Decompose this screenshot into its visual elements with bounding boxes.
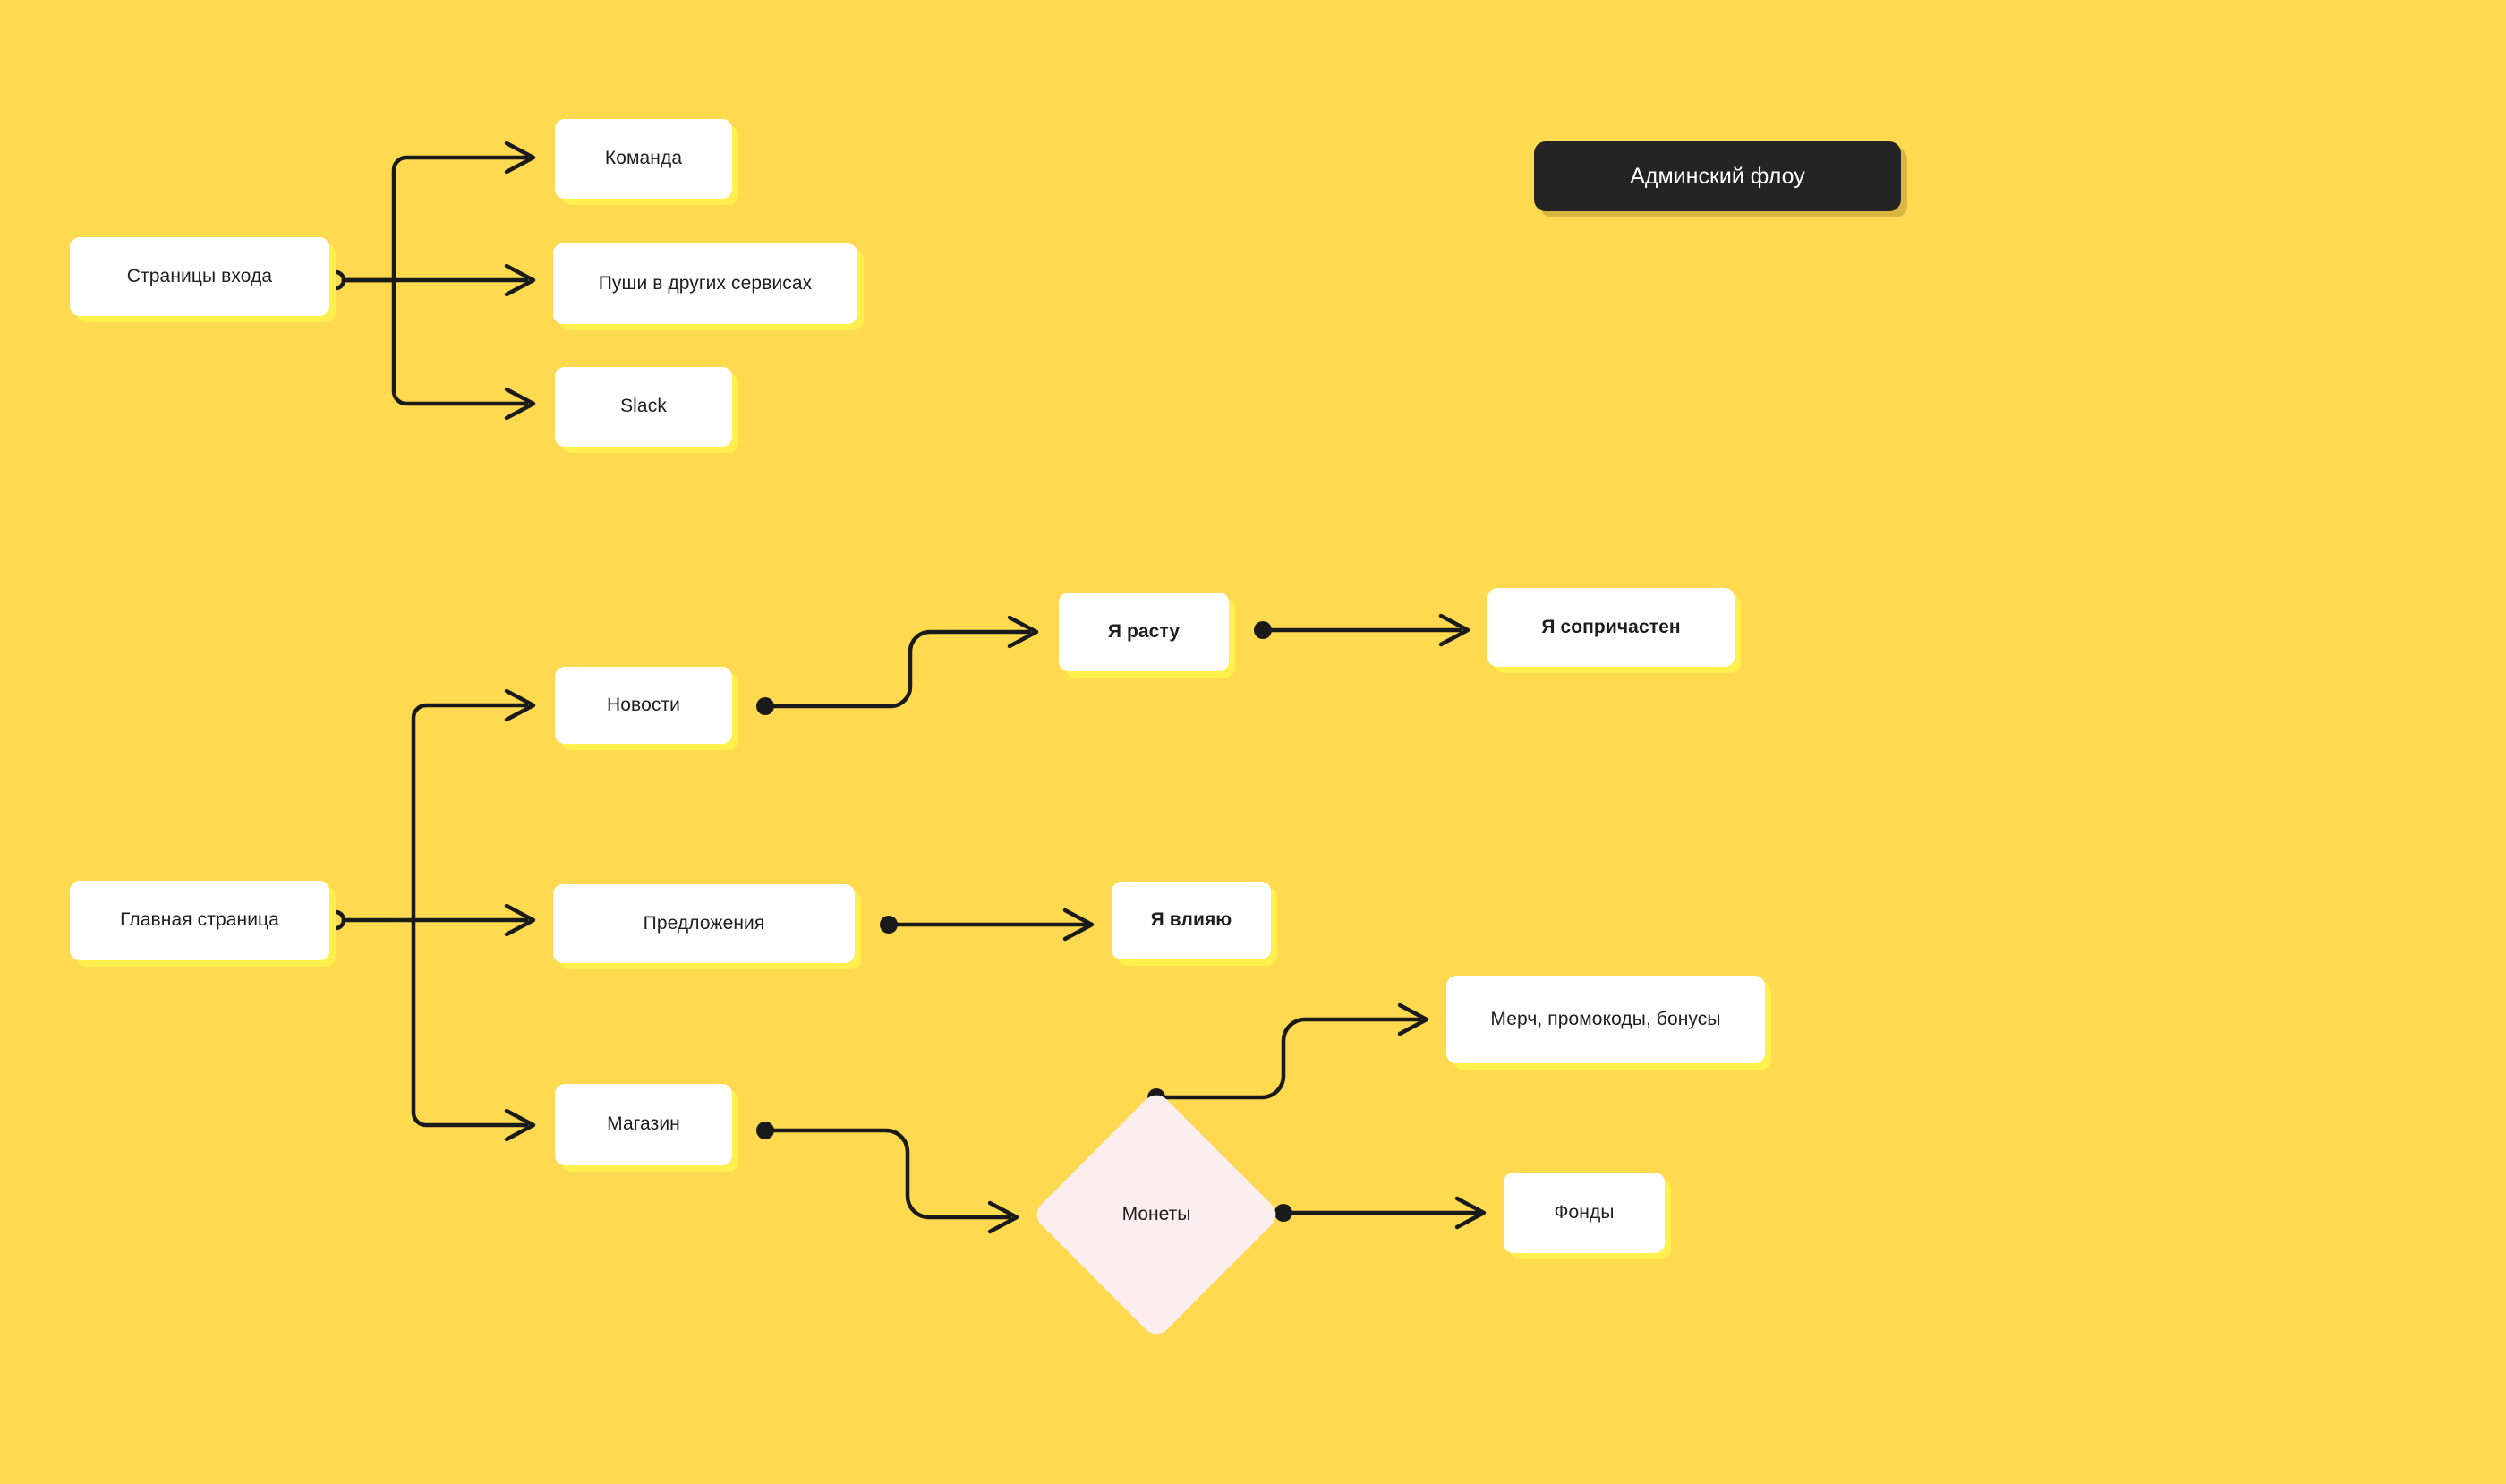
node-coins-diamond[interactable] <box>1030 1088 1283 1341</box>
node-news[interactable]: Новости <box>555 667 732 744</box>
connector-i-grow-to-i-belong <box>1254 613 1470 647</box>
node-label: Предложения <box>643 912 765 934</box>
node-label: Slack <box>620 396 667 417</box>
node-login-pages[interactable]: Страницы входа <box>70 237 329 316</box>
node-label: Фонды <box>1554 1201 1615 1223</box>
connector-main-to-news <box>325 688 536 937</box>
node-shop[interactable]: Магазин <box>555 1084 732 1165</box>
node-funds[interactable]: Фонды <box>1504 1173 1665 1253</box>
badge-label: Админский флоу <box>1630 163 1805 189</box>
node-label: Я влияю <box>1150 909 1232 931</box>
connector-offers-to-i-influence <box>880 908 1095 942</box>
node-push-other-services[interactable]: Пуши в других сервисах <box>553 243 857 324</box>
node-label: Новости <box>607 694 680 715</box>
connector-login-to-slack <box>391 277 536 421</box>
node-offers[interactable]: Предложения <box>553 884 855 963</box>
connector-login-to-team <box>325 141 536 291</box>
node-label: Главная страница <box>120 909 279 931</box>
node-label: Страницы входа <box>126 265 273 286</box>
node-label: Я расту <box>1107 620 1181 642</box>
connector-coins-to-merch <box>1147 1002 1429 1106</box>
node-label: Я сопричастен <box>1541 616 1681 637</box>
node-main-page[interactable]: Главная страница <box>70 881 329 960</box>
node-slack[interactable]: Slack <box>555 367 732 447</box>
node-i-influence[interactable]: Я влияю <box>1112 882 1271 959</box>
connector-login-to-push <box>341 263 536 297</box>
admin-flow-badge[interactable]: Админский флоу <box>1534 141 1901 211</box>
node-i-belong[interactable]: Я сопричастен <box>1487 588 1735 667</box>
node-label: Мерч, промокоды, бонусы <box>1490 1008 1721 1029</box>
connector-coins-to-funds <box>1274 1196 1487 1230</box>
node-i-grow[interactable]: Я расту <box>1059 593 1229 671</box>
connector-news-to-i-grow <box>756 615 1039 715</box>
node-label: Пуши в других сервисах <box>598 272 813 294</box>
connector-main-to-shop <box>411 917 536 1142</box>
node-team[interactable]: Команда <box>555 119 732 199</box>
node-merch-promocodes-bonuses[interactable]: Мерч, промокоды, бонусы <box>1446 976 1765 1063</box>
connector-shop-to-coins <box>756 1122 1019 1234</box>
node-label: Команда <box>604 148 683 169</box>
node-label: Магазин <box>607 1113 680 1135</box>
